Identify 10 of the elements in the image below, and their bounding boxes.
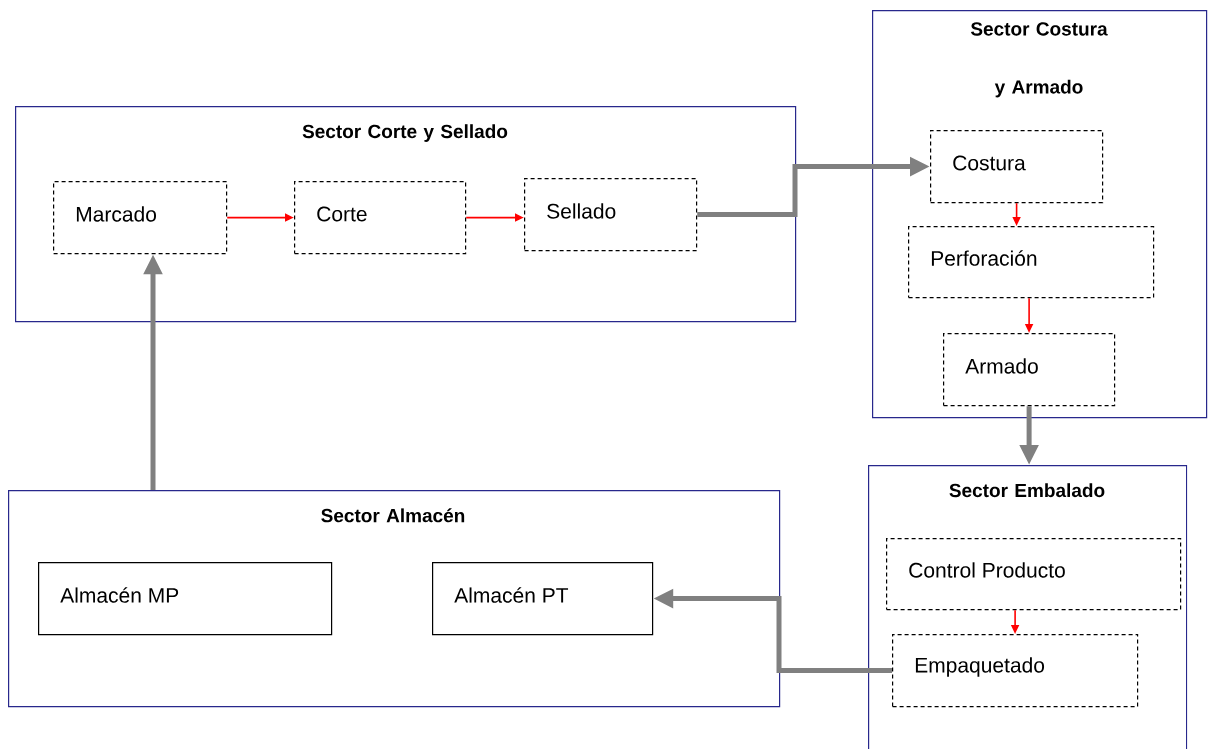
process-box: Costura — [930, 130, 1104, 204]
process-box: Sellado — [524, 178, 698, 252]
process-box: Control Producto — [886, 538, 1182, 611]
process-box: Corte — [294, 181, 467, 255]
storage-box: Almacén PT — [432, 562, 654, 636]
process-box: Empaquetado — [892, 634, 1139, 708]
storage-box: Almacén MP — [38, 562, 333, 636]
process-box: Armado — [943, 333, 1116, 407]
process-box: Marcado — [53, 181, 228, 255]
process-box: Perforación — [908, 226, 1155, 299]
